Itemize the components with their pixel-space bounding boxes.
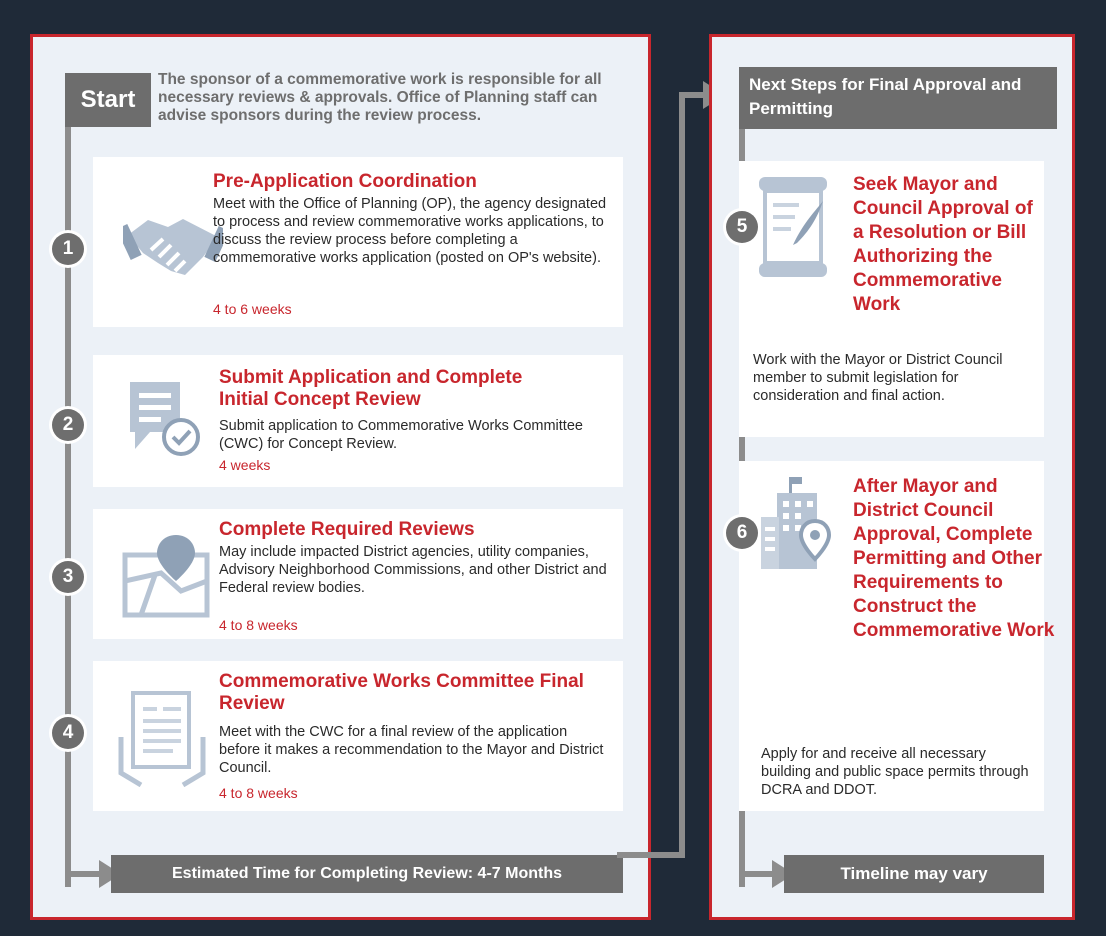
document-check-icon <box>130 382 200 456</box>
arrow-right-icon <box>772 860 794 888</box>
step-card-1: Pre-Application Coordination Meet with t… <box>93 157 623 327</box>
step-card-2: Submit Application and Complete Initial … <box>93 355 623 487</box>
step-title: Pre-Application Coordination <box>213 171 477 192</box>
handshake-icon <box>123 219 223 275</box>
map-pin-icon <box>122 535 210 618</box>
connector-line-h1 <box>617 852 684 858</box>
step-title: Commemorative Works Committee Final Revi… <box>219 671 584 714</box>
timeline-label: Timeline may vary <box>784 855 1044 893</box>
step-card-4: Commemorative Works Committee Final Revi… <box>93 661 623 811</box>
flow-line-right-bottom <box>739 871 779 877</box>
step-number: 6 <box>726 517 758 549</box>
step-card-3: Complete Required Reviews May include im… <box>93 509 623 639</box>
step-card-5: Seek Mayor and Council Approval of a Res… <box>739 161 1044 437</box>
step-duration: 4 to 8 weeks <box>219 617 298 633</box>
start-label: Start <box>65 73 151 127</box>
step-number: 3 <box>52 561 84 593</box>
left-panel: Start The sponsor of a commemorative wor… <box>30 34 651 920</box>
flow-line-left <box>65 87 71 887</box>
step-description: May include impacted District agencies, … <box>219 544 607 596</box>
start-text: The sponsor of a commemorative work is r… <box>158 71 602 124</box>
step-description: Meet with the CWC for a final review of … <box>219 724 604 776</box>
building-pin-icon <box>761 477 832 569</box>
step-description: Apply for and receive all necessary buil… <box>761 746 1029 798</box>
next-steps-label: Next Steps for Final Approval and Permit… <box>739 67 1057 129</box>
step-number: 5 <box>726 211 758 243</box>
step-number: 4 <box>52 717 84 749</box>
step-card-6: After Mayor and District Council Approva… <box>739 461 1054 811</box>
step-number: 2 <box>52 409 84 441</box>
step-duration: 4 to 6 weeks <box>213 301 292 317</box>
step-description: Work with the Mayor or District Council … <box>753 352 1003 404</box>
step-title: After Mayor and District Council Approva… <box>853 476 1055 641</box>
scroll-quill-icon <box>759 177 827 277</box>
step-title: Submit Application and Complete Initial … <box>219 367 523 410</box>
estimated-time-bar: Estimated Time for Completing Review: 4-… <box>111 855 623 893</box>
step-duration: 4 to 8 weeks <box>219 785 298 801</box>
connector-line-v <box>679 92 685 858</box>
arrow-right-icon <box>99 860 121 888</box>
document-hands-icon <box>118 691 206 787</box>
step-title: Complete Required Reviews <box>219 519 475 540</box>
step-duration: 4 weeks <box>219 457 271 473</box>
step-description: Submit application to Commemorative Work… <box>219 418 583 452</box>
connector-line-h2 <box>679 92 709 98</box>
step-number: 1 <box>52 233 84 265</box>
flow-line-left-bottom <box>65 871 105 877</box>
right-panel: Next Steps for Final Approval and Permit… <box>709 34 1075 920</box>
step-title: Seek Mayor and Council Approval of a Res… <box>853 174 1033 315</box>
step-description: Meet with the Office of Planning (OP), t… <box>213 196 607 266</box>
